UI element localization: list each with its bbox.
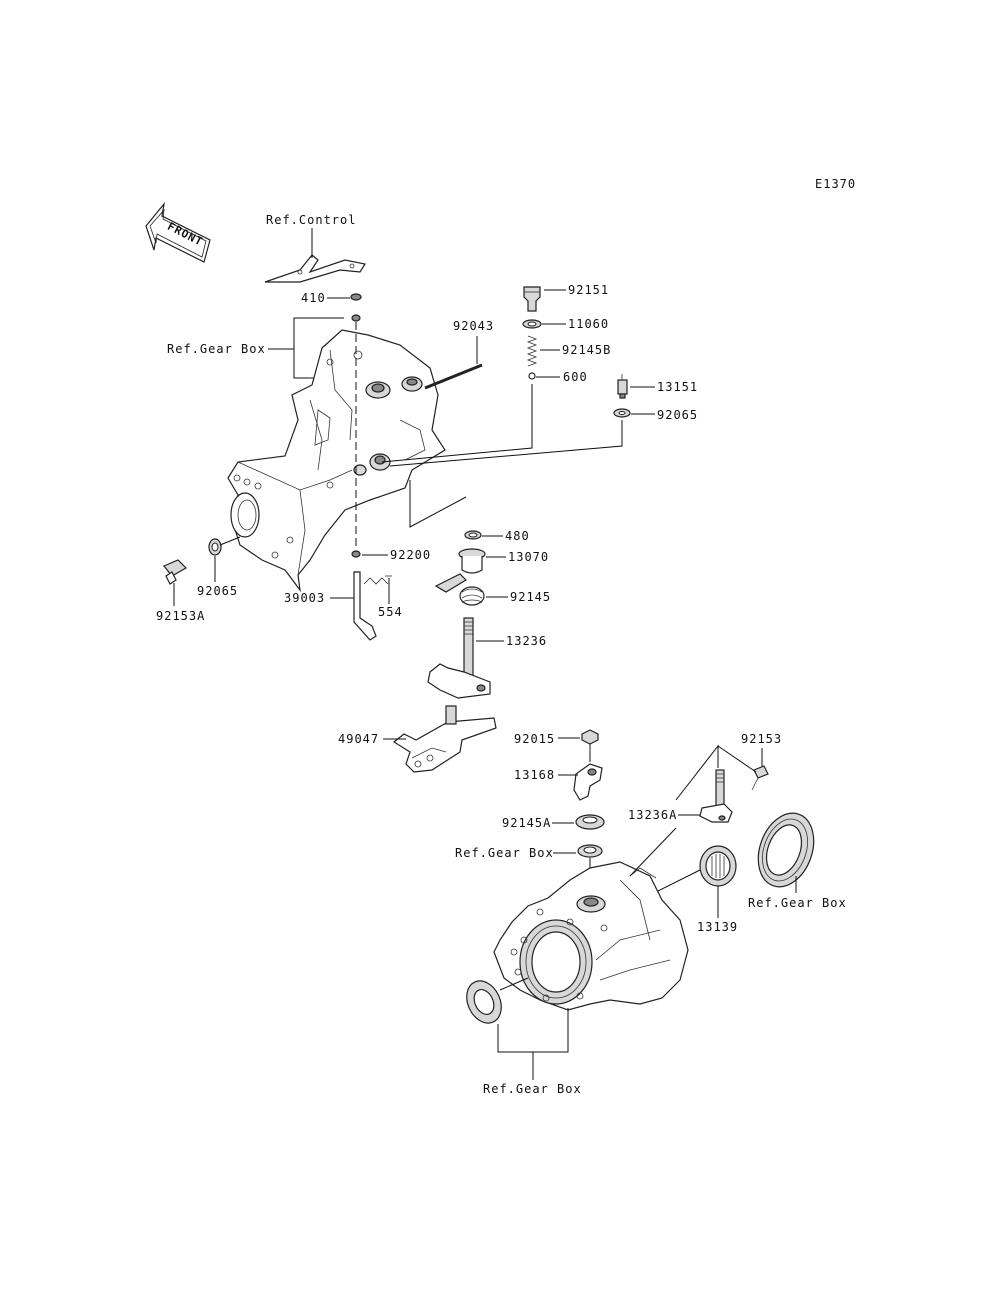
part-92145B-label: 92145B (562, 343, 611, 357)
nut-top-housing (351, 314, 361, 322)
lever-39003 (353, 571, 377, 641)
seal-ref-gear-box-bottom (466, 980, 502, 1024)
part-92145-label: 92145 (510, 590, 551, 604)
part-92065-right-label: 92065 (657, 408, 698, 422)
part-92153A-label: 92153A (156, 609, 205, 623)
ref-gear-box-top-label: Ref.Gear Box (167, 342, 266, 356)
spring-554 (363, 575, 392, 585)
part-49047-label: 49047 (338, 732, 379, 746)
bearing-ref-gear-box-right (757, 812, 815, 888)
bolt-92151 (523, 286, 541, 312)
control-bracket (264, 254, 366, 283)
diagram-code: E1370 (815, 177, 856, 191)
switch-13151 (617, 374, 628, 399)
bolt-92153 (751, 765, 769, 791)
shaft-13236A (699, 769, 733, 823)
front-arrow-icon: FRONT (145, 201, 211, 263)
part-13070-label: 13070 (508, 550, 549, 564)
part-92043-label: 92043 (453, 319, 494, 333)
part-554-label: 554 (378, 605, 403, 619)
spring-92145 (434, 573, 485, 606)
pin-92043 (424, 363, 483, 390)
spring-92145A (575, 814, 605, 830)
washer-92200 (351, 550, 361, 558)
seal-ref-gear-box-mid (577, 844, 603, 858)
nut-92015 (581, 729, 599, 745)
part-13236-label: 13236 (506, 634, 547, 648)
part-410-label: 410 (301, 291, 326, 305)
lever-13168 (573, 763, 603, 801)
spring-92145B (526, 335, 538, 367)
part-92015-label: 92015 (514, 732, 555, 746)
bolt-92153A (163, 559, 187, 585)
bushing-13070 (458, 548, 486, 574)
shift-fork-49047 (392, 705, 497, 773)
part-13236A-label: 13236A (628, 808, 677, 822)
ref-gear-box-mid-label: Ref.Gear Box (455, 846, 554, 860)
part-480-label: 480 (505, 529, 530, 543)
part-600-label: 600 (563, 370, 588, 384)
shaft-13236 (427, 617, 491, 699)
part-11060-label: 11060 (568, 317, 609, 331)
part-92145A-label: 92145A (502, 816, 551, 830)
part-13168-label: 13168 (514, 768, 555, 782)
part-39003-label: 39003 (284, 591, 325, 605)
ref-gear-box-bottom-label: Ref.Gear Box (483, 1082, 582, 1096)
part-92151-label: 92151 (568, 283, 609, 297)
gear-13139 (699, 845, 737, 887)
nut-410 (350, 293, 362, 301)
lower-gear-case (493, 861, 689, 1011)
part-92065-left-label: 92065 (197, 584, 238, 598)
part-13151-label: 13151 (657, 380, 698, 394)
ref-control-label: Ref.Control (266, 213, 356, 227)
ref-gear-box-right-label: Ref.Gear Box (748, 896, 847, 910)
part-92153-label: 92153 (741, 732, 782, 746)
part-92200-label: 92200 (390, 548, 431, 562)
upper-gear-housing (227, 329, 446, 593)
part-13139-label: 13139 (697, 920, 738, 934)
ball-600 (528, 372, 536, 380)
